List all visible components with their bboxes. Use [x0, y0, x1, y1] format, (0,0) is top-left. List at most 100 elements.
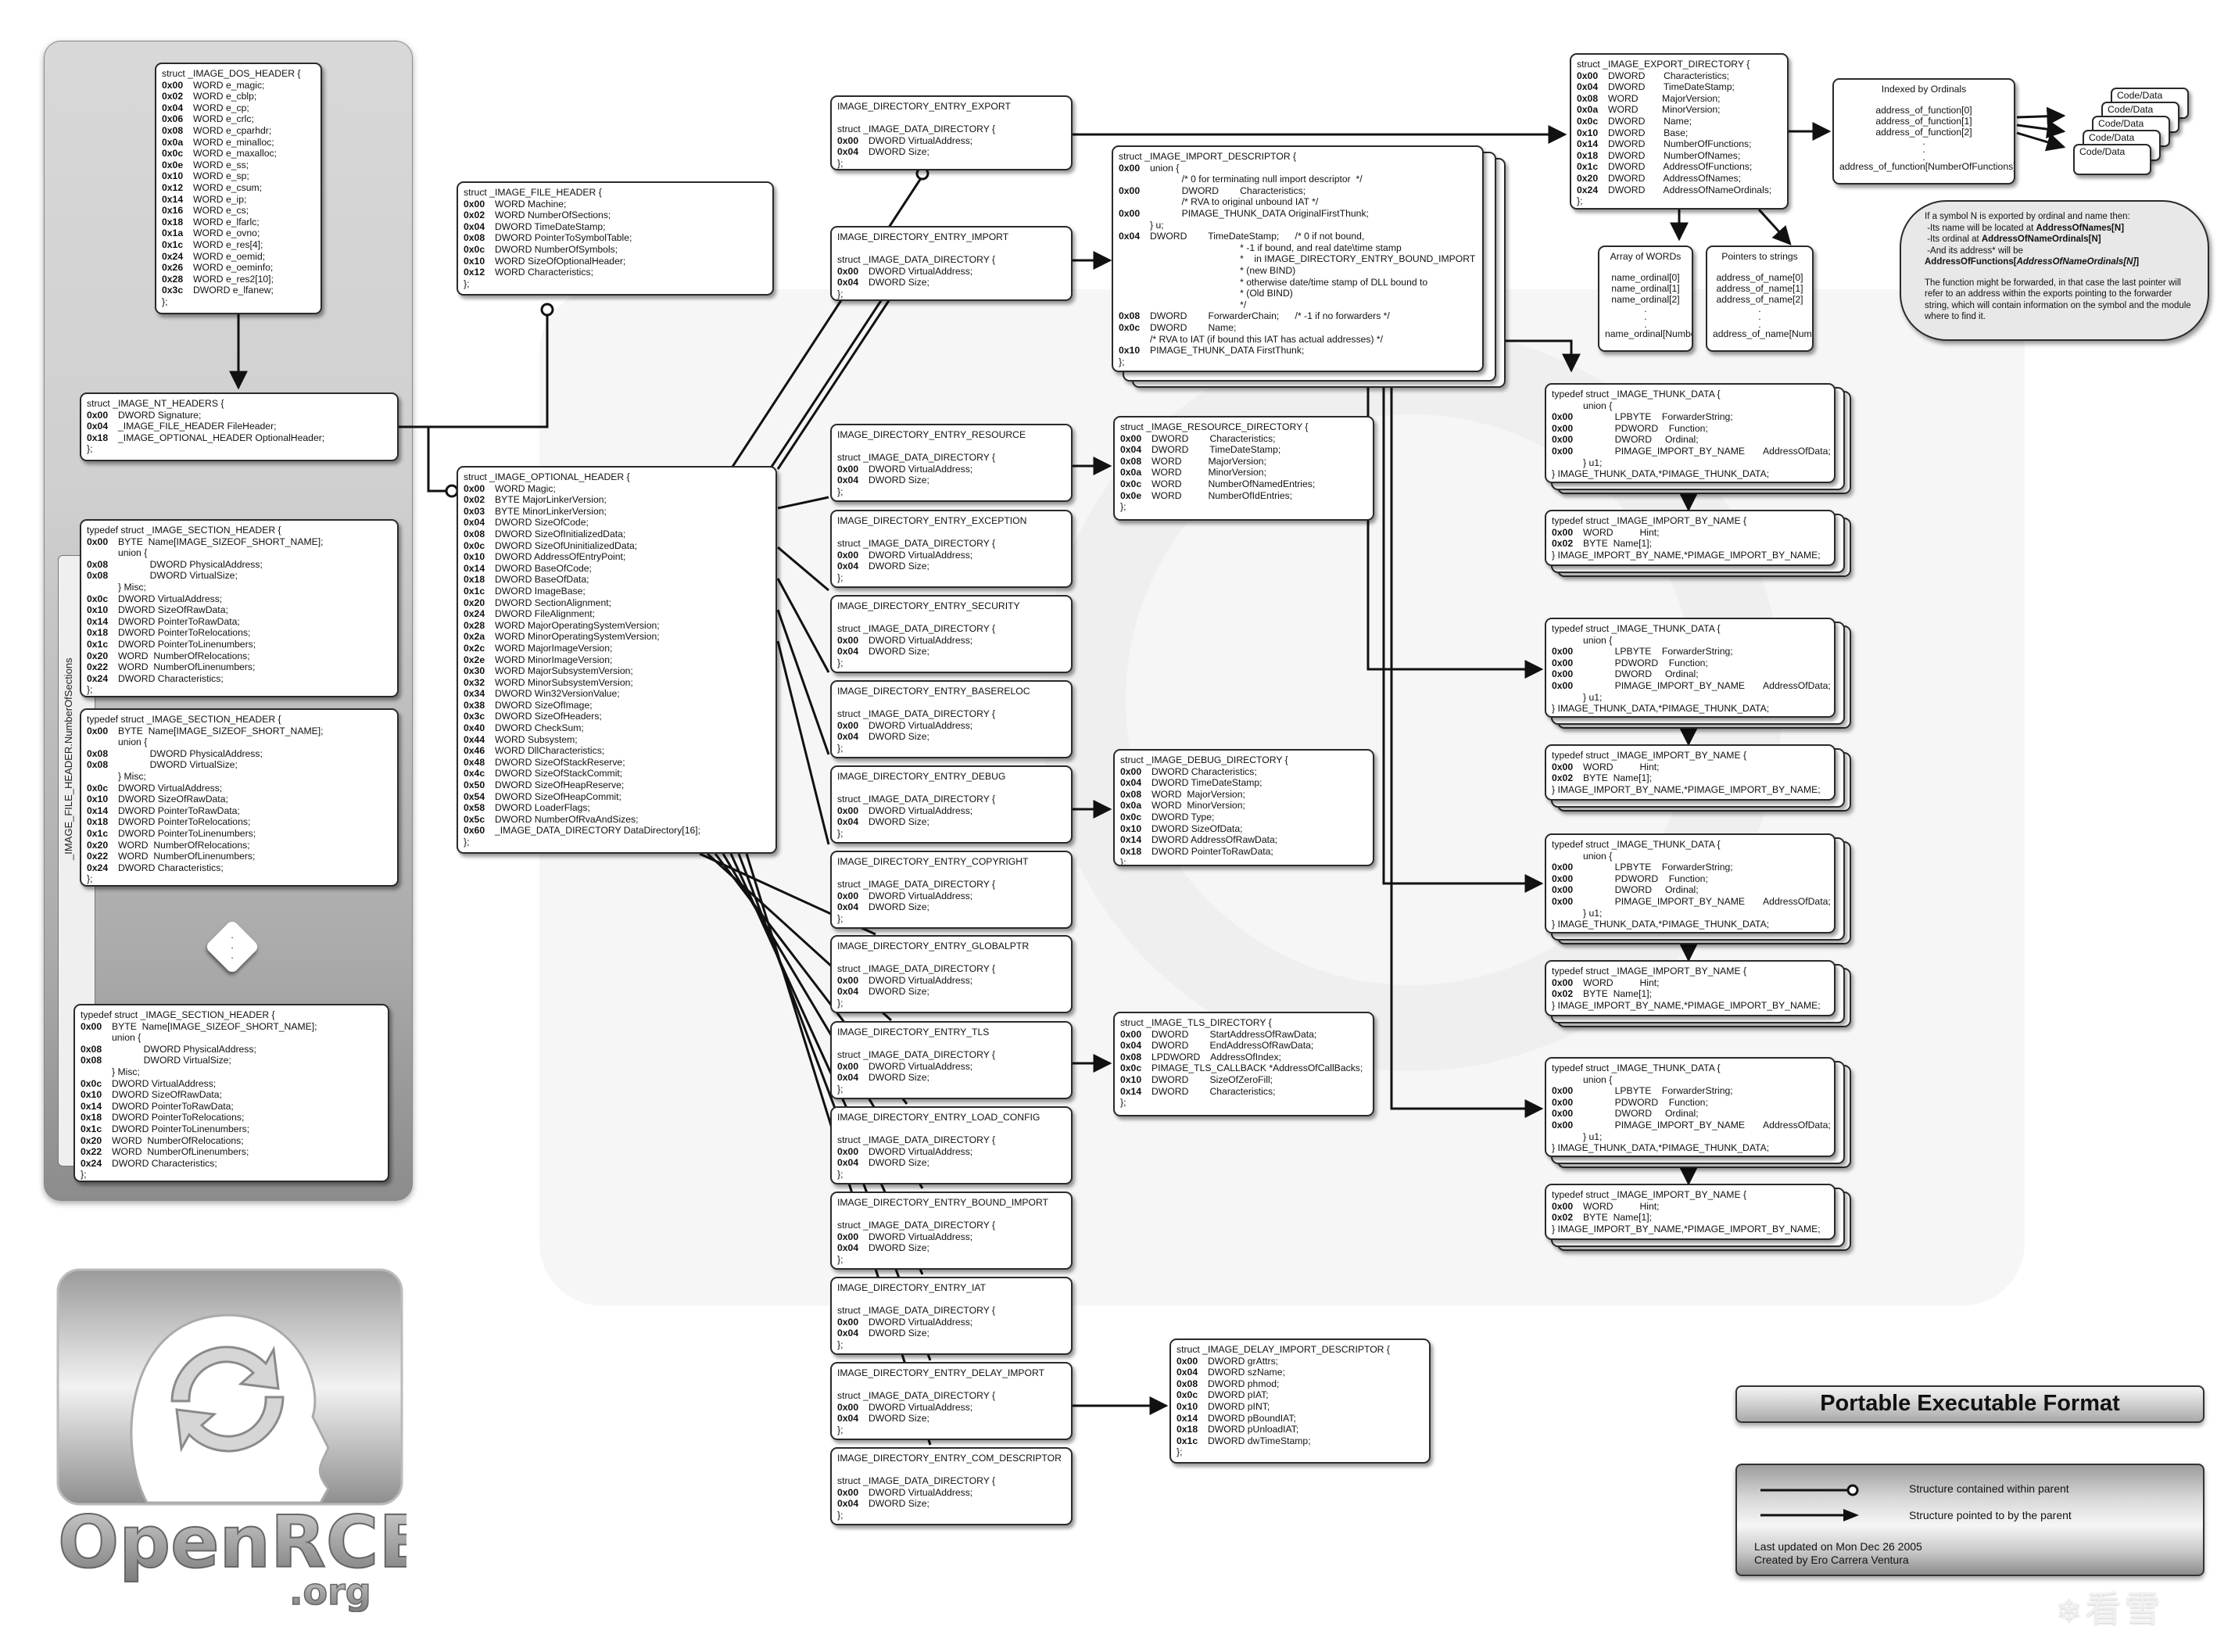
field-declaration: DWORD AddressOfNames; [1608, 172, 1741, 184]
field-declaration: DWORD VirtualSize; [112, 1055, 231, 1066]
field-offset: 0x00 [837, 719, 859, 731]
spacer [837, 1123, 1066, 1135]
field-declaration: DWORD VirtualAddress; [869, 1486, 973, 1498]
field-offset: 0x08 [1120, 455, 1142, 467]
struct-footer: }; [837, 486, 843, 497]
field-declaration: BYTE Name[1]; [1583, 1212, 1653, 1224]
struct-field: } u1; [1552, 1131, 1828, 1143]
list-item: . [1758, 303, 1761, 314]
field-offset: 0x1c [1177, 1435, 1198, 1446]
field-declaration: WORD NumberOfLinenumbers; [118, 851, 256, 862]
field-declaration: PDWORD Function; [1583, 657, 1708, 668]
field-declaration: DWORD VirtualAddress; [869, 890, 973, 901]
field-offset: 0x00 [1552, 1085, 1574, 1097]
struct-field: 0x00 LPBYTE ForwarderString; [1552, 862, 1828, 873]
field-offset: 0x0a [162, 136, 184, 148]
field-declaration: DWORD VirtualAddress; [118, 782, 223, 794]
struct-header: typedef struct _IMAGE_THUNK_DATA { [1552, 1063, 1721, 1073]
field-declaration: DWORD Characteristics; [1151, 765, 1257, 777]
struct-footer: } IMAGE_IMPORT_BY_NAME,*PIMAGE_IMPORT_BY… [1552, 549, 1821, 561]
field-offset: 0x00 [837, 634, 859, 646]
field-offset: 0x14 [1177, 1412, 1198, 1424]
struct-footer: }; [837, 1509, 843, 1521]
field-declaration: DWORD SizeOfCode; [495, 517, 589, 529]
struct-field: 0x08 DWORD PhysicalAddress; [87, 748, 392, 760]
field-declaration: WORD e_minalloc; [193, 136, 274, 148]
struct-field: union { [1552, 400, 1828, 412]
image-section-header: typedef struct _IMAGE_SECTION_HEADER {0x… [80, 519, 399, 697]
field-offset: 0x0c [1120, 1063, 1142, 1074]
field-offset: 0x10 [1119, 345, 1141, 357]
struct-field: 0x00 DWORD Ordinal; [1552, 1108, 1828, 1120]
field-declaration: DWORD SizeOfHeapCommit; [495, 790, 621, 802]
field-declaration: WORD Magic; [495, 482, 556, 494]
field-offset: 0x00 [1552, 526, 1574, 538]
field-declaration: DWORD e_lfanew; [193, 285, 274, 296]
struct-field: 0x00 PIMAGE_IMPORT_BY_NAME AddressOfData… [1552, 680, 1831, 692]
spacer [837, 868, 1066, 880]
field-declaration: WORD Machine; [495, 198, 567, 210]
field-offset: 0x04 [837, 561, 859, 572]
field-declaration: WORD NumberOfRelocations; [118, 650, 250, 661]
field-declaration: } Misc; [118, 770, 146, 782]
list-item: address_of_function[2] [1875, 126, 1972, 138]
field-declaration: WORD MajorVersion; [1608, 92, 1721, 104]
struct-footer: } IMAGE_THUNK_DATA,*PIMAGE_THUNK_DATA; [1552, 919, 1770, 930]
struct-footer: }; [1120, 1097, 1126, 1109]
field-declaration: DWORD Ordinal; [1583, 434, 1699, 446]
field-offset: 0x0c [1120, 811, 1142, 822]
field-offset: 0x04 [837, 646, 859, 658]
struct-footer: }; [1120, 857, 1126, 866]
data-directory-entry: IMAGE_DIRECTORY_ENTRY_IAT struct _IMAGE_… [830, 1277, 1073, 1355]
directory-entry-name: IMAGE_DIRECTORY_ENTRY_EXCEPTION [837, 515, 1027, 526]
field-offset: 0x02 [1552, 538, 1574, 550]
field-declaration: WORD MinorSubsystemVersion; [495, 676, 633, 688]
field-declaration: union { [1150, 162, 1180, 174]
field-offset: 0x0c [87, 593, 109, 604]
field-offset: 0x04 [837, 277, 859, 288]
field-declaration: LPBYTE ForwarderString; [1583, 862, 1733, 873]
field-declaration: WORD MajorVersion; [1151, 788, 1245, 800]
field-declaration: WORD MinorOperatingSystemVersion; [495, 631, 660, 643]
struct-footer: } IMAGE_THUNK_DATA,*PIMAGE_THUNK_DATA; [1552, 1142, 1770, 1154]
field-offset: 0x14 [87, 615, 109, 627]
struct-field: 0x00 LPBYTE ForwarderString; [1552, 411, 1828, 423]
logo-suffix: .org [289, 1571, 371, 1612]
field-offset: 0x22 [87, 851, 109, 862]
field-declaration: WORD e_res[4]; [193, 238, 263, 250]
field-offset: 0x18 [87, 627, 109, 639]
field-offset: 0x2e [464, 654, 485, 665]
field-declaration: LPBYTE ForwarderString; [1583, 1085, 1733, 1097]
field-offset: 0x24 [87, 862, 109, 873]
struct-field: } Misc; [87, 582, 392, 593]
struct-field: 0x22 WORD NumberOfLinenumbers; [87, 851, 392, 862]
data-directory-entry: IMAGE_DIRECTORY_ENTRY_COPYRIGHT struct _… [830, 851, 1073, 929]
link-export-to-strings [1757, 208, 1792, 245]
